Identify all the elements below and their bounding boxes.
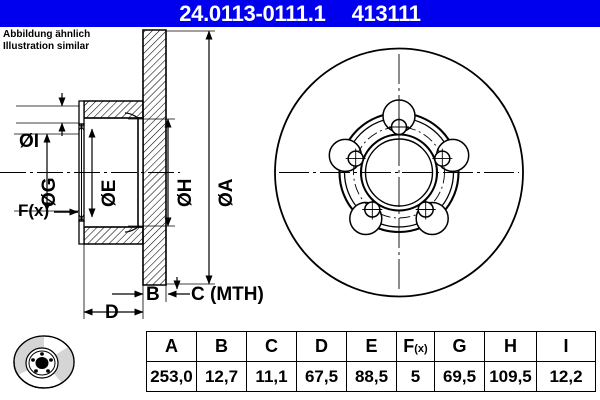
hub-bore-wall-lower — [78, 220, 85, 245]
dim-label-c: C (MTH) — [191, 284, 264, 305]
table-value-c: 11,1 — [246, 361, 297, 392]
thumbnail-bolt-hole — [31, 358, 35, 362]
table-value-e: 88,5 — [346, 361, 397, 392]
table-header-h: H — [484, 331, 537, 362]
technical-drawing: ØI ØG ØE ØH ØA F(x) B C (MTH) D — [0, 27, 600, 327]
illustration-note-en: Illustration similar — [3, 40, 90, 52]
article-number: 413111 — [351, 0, 421, 26]
thumbnail-bolt-hole — [40, 352, 44, 356]
table-value-h: 109,5 — [484, 361, 537, 392]
table-value-b: 12,7 — [196, 361, 247, 392]
brake-disc-thumbnail — [13, 335, 75, 389]
dim-label-fx: F(x) — [18, 201, 50, 220]
table-header-row: A B C D E F(x) G H I — [146, 331, 596, 362]
fillet-bottom — [124, 226, 139, 233]
thumbnail-bolt-hole — [49, 358, 53, 362]
table-value-a: 253,0 — [146, 361, 197, 392]
dim-label-i: ØI — [19, 131, 40, 152]
table-header-d: D — [296, 331, 347, 362]
header-bar: 24.0113-0111.1 413111 — [0, 0, 600, 27]
table-header-e: E — [346, 331, 397, 362]
table-header-g: G — [434, 331, 485, 362]
table-header-b: B — [196, 331, 247, 362]
thumbnail-shade-2 — [44, 347, 74, 383]
fillet-top — [124, 112, 139, 119]
dim-label-d: D — [105, 302, 119, 323]
table-header-c: C — [246, 331, 297, 362]
thumbnail-bolt-hole — [46, 369, 50, 373]
illustration-note: Abbildung ähnlich Illustration similar — [3, 29, 90, 52]
table-header-fx-sub: (x) — [414, 343, 428, 355]
cross-section-view — [0, 29, 215, 319]
table-value-g: 69,5 — [434, 361, 485, 392]
thumbnail-bolt-holes — [31, 352, 53, 373]
table-value-d: 67,5 — [296, 361, 347, 392]
table-header-fx-main: F — [403, 336, 415, 356]
dim-label-b: B — [146, 284, 160, 305]
table-header-fx: F(x) — [396, 331, 435, 362]
dim-label-a: ØA — [216, 178, 237, 208]
thumbnail-bolt-hole — [34, 369, 38, 373]
dim-label-e: ØE — [99, 179, 120, 207]
thumbnail-center-bore — [35, 357, 49, 369]
part-number: 24.0113-0111.1 — [179, 0, 326, 26]
spec-table: A B C D E F(x) G H I 253,0 12,7 11,1 67,… — [146, 331, 596, 392]
table-value-row: 253,0 12,7 11,1 67,5 88,5 5 69,5 109,5 1… — [146, 361, 596, 392]
front-view — [274, 47, 524, 298]
hub-cavity-outline — [84, 117, 139, 228]
dim-label-h: ØH — [175, 178, 196, 208]
table-value-i: 12,2 — [536, 361, 596, 392]
friction-ring-section — [142, 29, 167, 286]
illustration-note-de: Abbildung ähnlich — [3, 29, 91, 40]
collar-chamfer-top — [78, 123, 85, 131]
collar-chamfer-bottom — [78, 214, 85, 222]
bolt-hole-crosshairs — [345, 117, 453, 220]
thumbnail-edge — [13, 361, 45, 389]
drawing-svg — [0, 29, 524, 319]
table-value-fx: 5 — [396, 361, 435, 392]
table-header-a: A — [146, 331, 197, 362]
hub-bore-wall-upper — [78, 100, 85, 125]
table-header-i: I — [536, 331, 596, 362]
